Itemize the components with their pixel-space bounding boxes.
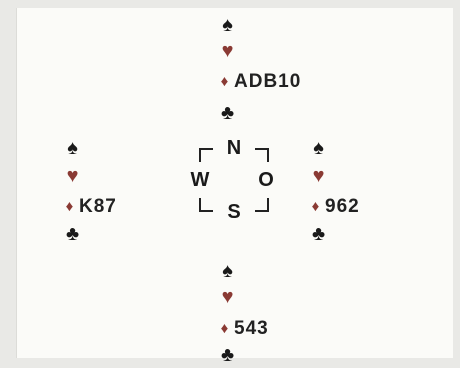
heart-icon: ♥ (221, 286, 235, 308)
spade-icon: ♠ (222, 260, 234, 282)
south-spades-line: ♠ (219, 258, 240, 284)
diamond-icon: ♦ (311, 198, 321, 215)
north-clubs-line: ♣ (219, 100, 240, 126)
compass-south-label: S (227, 201, 241, 223)
compass-east-label: O (258, 169, 274, 191)
spade-icon: ♠ (313, 137, 325, 159)
heart-icon: ♥ (312, 165, 326, 187)
west-diamonds-cards: K87 (79, 196, 117, 217)
east-spades-line: ♠ (310, 135, 331, 161)
west-diamonds-line: ♦K87 (64, 194, 117, 220)
compass-corner-top-left (199, 148, 213, 162)
west-clubs-line: ♣ (64, 221, 85, 247)
west-hearts-line: ♥ (64, 163, 85, 189)
club-icon: ♣ (220, 102, 236, 124)
heart-icon: ♥ (66, 165, 80, 187)
east-clubs-line: ♣ (310, 221, 331, 247)
club-icon: ♣ (311, 223, 327, 245)
diamond-icon: ♦ (220, 320, 230, 337)
east-hearts-line: ♥ (310, 163, 331, 189)
east-diamonds-cards: 962 (325, 196, 360, 217)
diamond-icon: ♦ (220, 73, 230, 90)
south-diamonds-line: ♦543 (219, 316, 269, 342)
west-spades-line: ♠ (64, 135, 85, 161)
north-diamonds-line: ♦ADB10 (219, 69, 301, 95)
heart-icon: ♥ (221, 40, 235, 62)
compass-west-label: W (190, 169, 210, 191)
north-hearts-line: ♥ (219, 38, 240, 64)
compass: N S W O (191, 137, 274, 223)
spade-icon: ♠ (222, 14, 234, 36)
south-clubs-line: ♣ (219, 342, 240, 368)
club-icon: ♣ (220, 344, 236, 366)
spade-icon: ♠ (67, 137, 79, 159)
compass-corner-bottom-left (199, 198, 213, 212)
compass-north-label: N (226, 137, 242, 159)
south-hearts-line: ♥ (219, 284, 240, 310)
south-diamonds-cards: 543 (234, 318, 269, 339)
club-icon: ♣ (65, 223, 81, 245)
compass-corner-top-right (255, 148, 269, 162)
north-spades-line: ♠ (219, 12, 240, 38)
compass-corner-bottom-right (255, 198, 269, 212)
north-diamonds-cards: ADB10 (234, 71, 302, 92)
diamond-icon: ♦ (65, 198, 75, 215)
east-diamonds-line: ♦962 (310, 194, 360, 220)
bridge-diagram (16, 8, 453, 358)
